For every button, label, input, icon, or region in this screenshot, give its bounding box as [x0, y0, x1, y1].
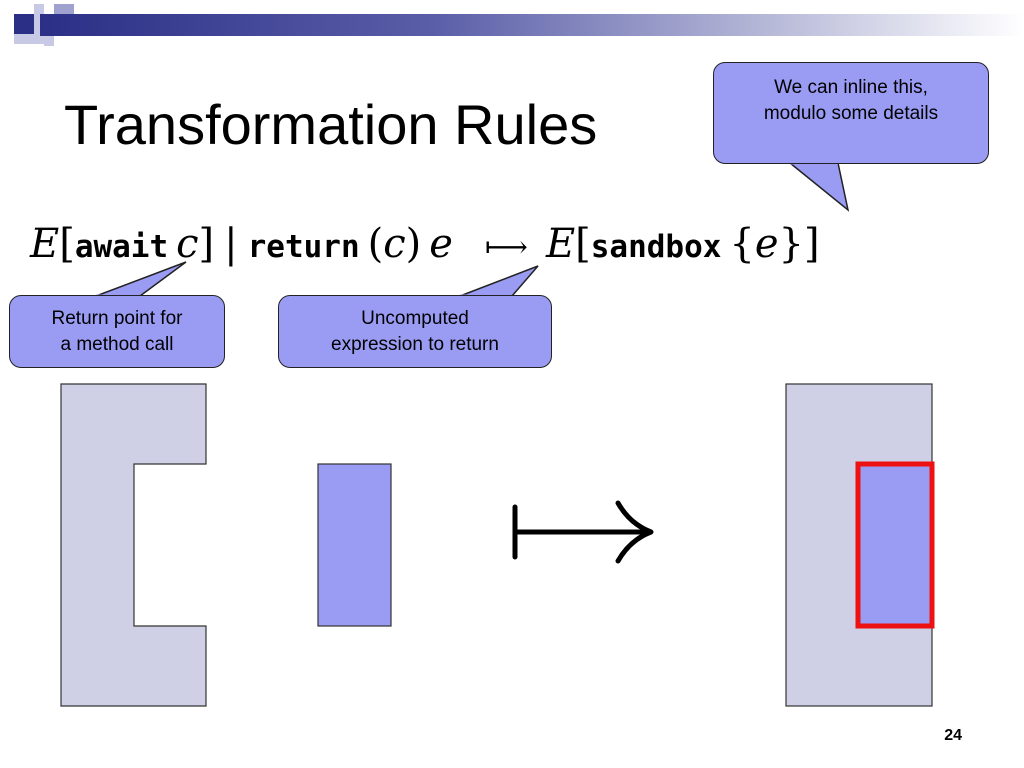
await-variable: c: [176, 221, 199, 267]
uncomputed-callout: Uncomputed expression to return: [278, 295, 552, 368]
sandboxed-expression-block: [857, 463, 932, 627]
evaluation-context-shape: [60, 383, 207, 707]
inline-callout: We can inline this, modulo some details: [713, 62, 989, 164]
lhs-context: E: [30, 221, 60, 267]
inline-callout-line-1: We can inline this,: [774, 77, 928, 98]
sandbox-expression: e: [754, 221, 779, 267]
return-point-callout-line-1: Return point for: [51, 308, 183, 329]
rhs-context: E: [545, 221, 576, 267]
mapsto-symbol: ⟼: [484, 230, 528, 265]
header-gradient-bar: [40, 14, 1024, 36]
page-number: 24: [944, 727, 962, 744]
uncomputed-expression-block: [317, 463, 392, 627]
return-point-callout: Return point for a method call: [9, 295, 225, 368]
inline-callout-line-2: modulo some details: [763, 103, 939, 124]
uncomputed-callout-line-2: expression to return: [331, 334, 499, 355]
sandbox-keyword: sandbox: [590, 229, 722, 265]
sandbox-highlight-frame: [855, 461, 935, 629]
return-variable: c: [383, 221, 406, 267]
return-point-callout-line-2: a method call: [60, 334, 174, 355]
slide-title: Transformation Rules: [64, 93, 598, 156]
return-keyword: return: [247, 229, 360, 265]
uncomputed-callout-line-1: Uncomputed: [361, 308, 469, 329]
separator-bar: |: [224, 221, 238, 267]
mapsto-arrow: [512, 500, 654, 564]
return-expression: e: [429, 221, 453, 267]
await-keyword: await: [74, 229, 169, 265]
